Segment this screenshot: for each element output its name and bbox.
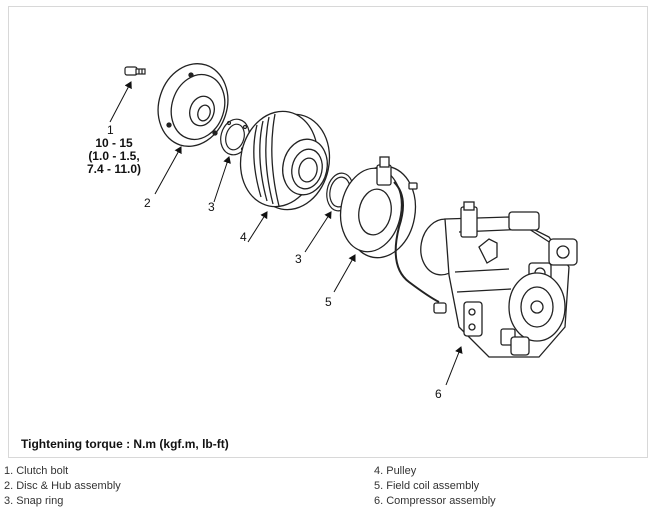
- clutch-bolt-part: [124, 66, 146, 76]
- callout-label-1: 1: [107, 123, 114, 137]
- disc-hub-part: [157, 63, 229, 147]
- torque-spec-block: 10 - 15 (1.0 - 1.5, 7.4 - 11.0): [69, 137, 159, 176]
- callout-label-4: 4: [240, 230, 247, 244]
- callout-leader-2: [154, 146, 182, 195]
- legend-item: 1. Clutch bolt: [4, 465, 69, 477]
- callout-label-2: 2: [144, 196, 151, 210]
- callout-label-5: 5: [325, 295, 332, 309]
- legend-item: 6. Compressor assembly: [374, 495, 496, 507]
- callout-leader-3b: [304, 211, 332, 253]
- callout-leader-3a: [213, 156, 231, 203]
- callout-label-3a: 3: [208, 200, 215, 214]
- callout-label-6: 6: [435, 387, 442, 401]
- legend-column-left: 1. Clutch bolt 2. Disc & Hub assembly 3.…: [4, 464, 121, 509]
- callout-leader-5: [333, 254, 356, 293]
- legend-item: 4. Pulley: [374, 465, 417, 477]
- torque-spec-line: 10 - 15: [95, 136, 133, 150]
- exploded-diagram-frame: 1 10 - 15 (1.0 - 1.5, 7.4 - 11.0) 2 3 4 …: [8, 6, 648, 458]
- field-coil-part: [339, 156, 440, 303]
- callout-leader-4: [247, 211, 268, 243]
- parts-legend: 1. Clutch bolt 2. Disc & Hub assembly 3.…: [0, 464, 654, 518]
- compressor-part: [420, 201, 578, 358]
- legend-item: 5. Field coil assembly: [374, 480, 480, 492]
- torque-unit-note: Tightening torque : N.m (kgf.m, lb-ft): [21, 437, 229, 451]
- legend-item: 2. Disc & Hub assembly: [4, 480, 121, 492]
- callout-leader-6: [445, 346, 463, 386]
- torque-spec-line: 7.4 - 11.0): [86, 162, 142, 176]
- legend-column-right: 4. Pulley 5. Field coil assembly 6. Comp…: [374, 464, 496, 509]
- torque-spec-line: (1.0 - 1.5,: [88, 149, 140, 163]
- exploded-view-drawing: [109, 63, 578, 386]
- callout-leader-1: [109, 81, 132, 123]
- callout-label-3b: 3: [295, 252, 302, 266]
- legend-item: 3. Snap ring: [4, 495, 64, 507]
- pulley-part: [239, 110, 331, 211]
